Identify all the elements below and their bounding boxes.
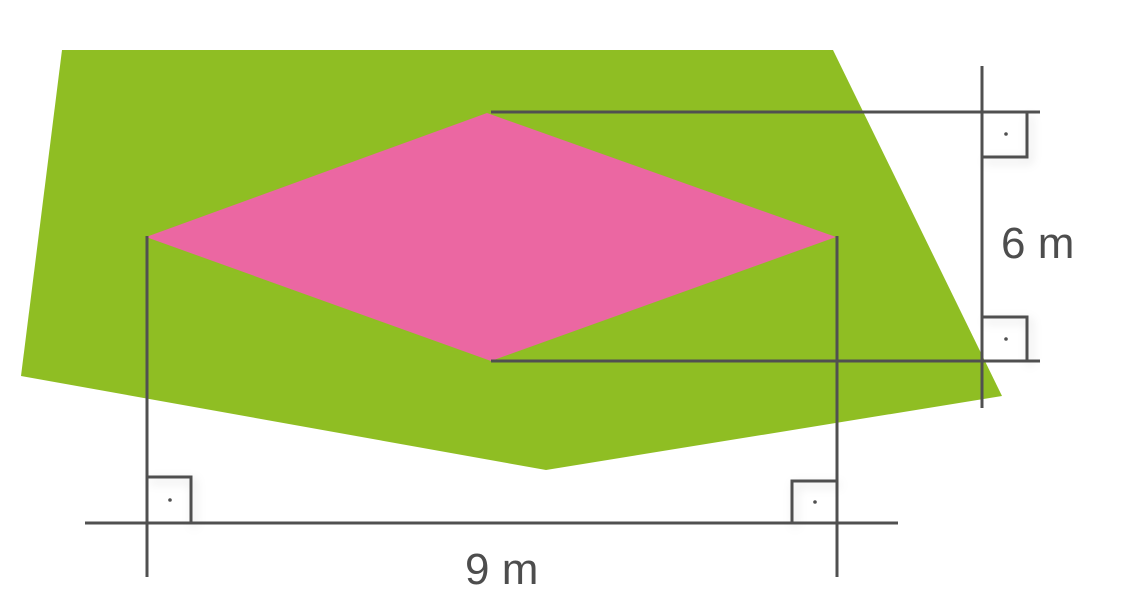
- right-angle-dot: [1004, 132, 1008, 136]
- right-angle-marker-top-right: [982, 112, 1029, 159]
- right-angle-dot: [1004, 337, 1008, 341]
- right-angle-dot: [168, 498, 172, 502]
- right-angle-dot: [813, 500, 817, 504]
- right-angle-marker-bottom-left: [147, 475, 193, 523]
- right-angle-marker-bottom-right: [982, 315, 1029, 361]
- pink-rhombus: [146, 113, 836, 361]
- dimension-lines: [85, 66, 1040, 577]
- right-angle-marker-bottom-right-width: [790, 479, 837, 523]
- width-label: 9 m: [465, 545, 538, 594]
- height-label: 6 m: [1001, 219, 1074, 268]
